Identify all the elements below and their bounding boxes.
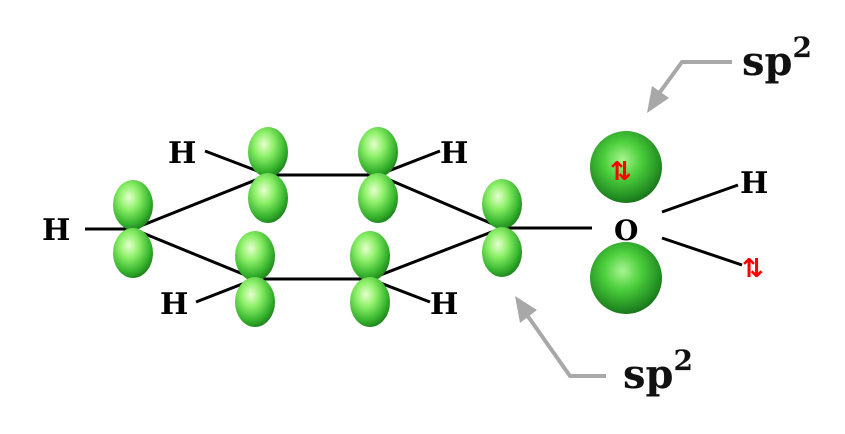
atom-h-bottom-right: H [430, 287, 458, 322]
sp2-bottom-superscript: 2 [674, 344, 693, 377]
oxygen-orbitals [590, 131, 662, 314]
callout-arrow-bottom [515, 296, 606, 378]
atom-h-bottom-left: H [160, 287, 188, 322]
callout-arrows [515, 60, 732, 378]
ring-bond-lower-left [132, 227, 256, 281]
p-orbital-c1 [113, 180, 153, 278]
ring-bond-upper-left [132, 173, 269, 231]
bond-o-lonepair [661, 236, 743, 267]
p-orbitals [113, 127, 522, 327]
atom-h-left: H [42, 213, 70, 248]
ring-bond-upper-right [377, 173, 503, 230]
atom-labels: H H H H H O H [42, 136, 768, 322]
atom-oxygen: O [614, 214, 638, 247]
bond-o-h [661, 183, 739, 214]
atom-h-top-left: H [168, 136, 196, 171]
sp2-label-bottom: sp2 [623, 344, 693, 398]
callout-arrow-top [647, 60, 732, 113]
p-orbital-c5 [235, 231, 275, 327]
atom-h-oxygen: H [740, 166, 768, 201]
lone-pair-beside-oxygen: ⇅ [742, 254, 764, 284]
ring-bond-lower-right [369, 226, 503, 281]
p-orbital-c6 [350, 231, 390, 327]
sp2-label-top: sp2 [742, 31, 812, 85]
sp2-top-base: sp [742, 38, 793, 85]
atom-h-top-right: H [440, 136, 468, 171]
sp2-bottom-base: sp [623, 351, 674, 398]
sp2-top-superscript: 2 [793, 31, 812, 64]
p-orbital-c2 [248, 127, 288, 223]
oxygen-orbital-upper [590, 131, 662, 203]
lone-pair-in-orbital: ⇅ [610, 157, 632, 187]
lone-pair-marks: ⇅ ⇅ [610, 157, 764, 284]
oxygen-orbital-lower [590, 242, 662, 314]
p-orbital-c4 [482, 179, 522, 277]
p-orbital-c3 [358, 127, 398, 223]
hybridization-labels: sp2 sp2 [623, 31, 812, 398]
